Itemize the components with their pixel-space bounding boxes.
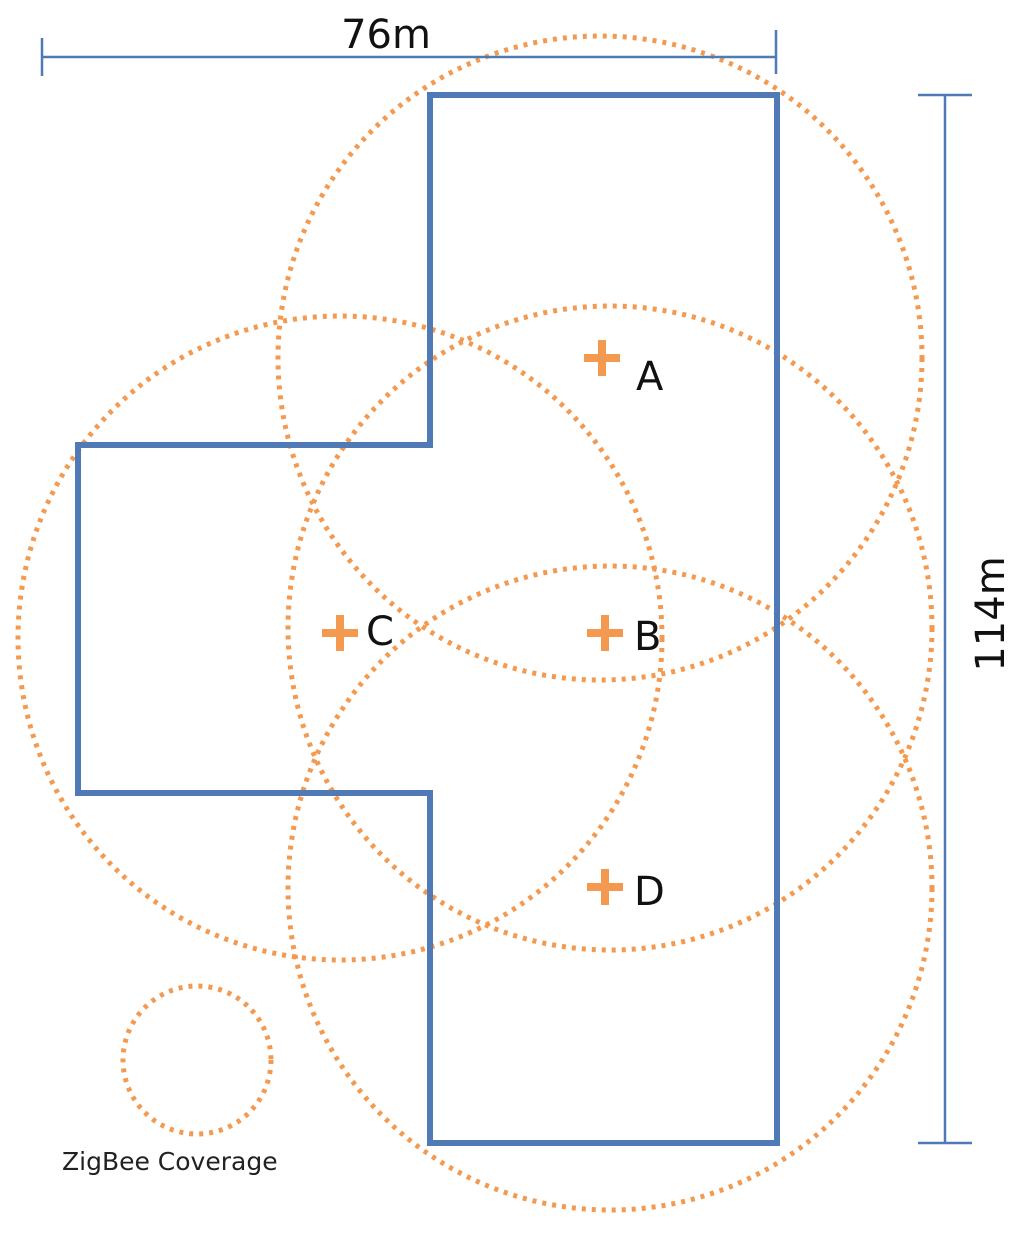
plus-marker-icon [584,340,620,376]
width-dimension-label: 76m [341,12,431,58]
plus-marker-icon [587,615,623,651]
coverage-circle-b [285,303,935,953]
node-a: A [584,340,664,400]
plus-marker-icon [587,869,623,905]
node-label-c: C [366,609,394,655]
height-dimension: 114m [918,93,1014,1145]
dotted-circle-icon [120,983,274,1137]
building-floor-outline [75,92,780,1146]
legend-label: ZigBee Coverage [62,1147,278,1176]
width-dimension: 76m [40,12,778,76]
node-b: B [587,614,661,660]
node-label-a: A [636,354,664,400]
legend: ZigBee Coverage [62,983,278,1176]
coverage-circle-a [275,33,925,683]
coverage-circles [15,33,935,1213]
node-label-d: D [634,869,665,915]
node-d: D [587,869,665,915]
node-label-b: B [634,614,661,660]
coverage-circle-c [15,313,665,963]
height-dimension-label: 114m [968,556,1014,671]
coverage-circle-d [285,563,935,1213]
plus-marker-icon [322,615,358,651]
node-c: C [322,609,394,655]
